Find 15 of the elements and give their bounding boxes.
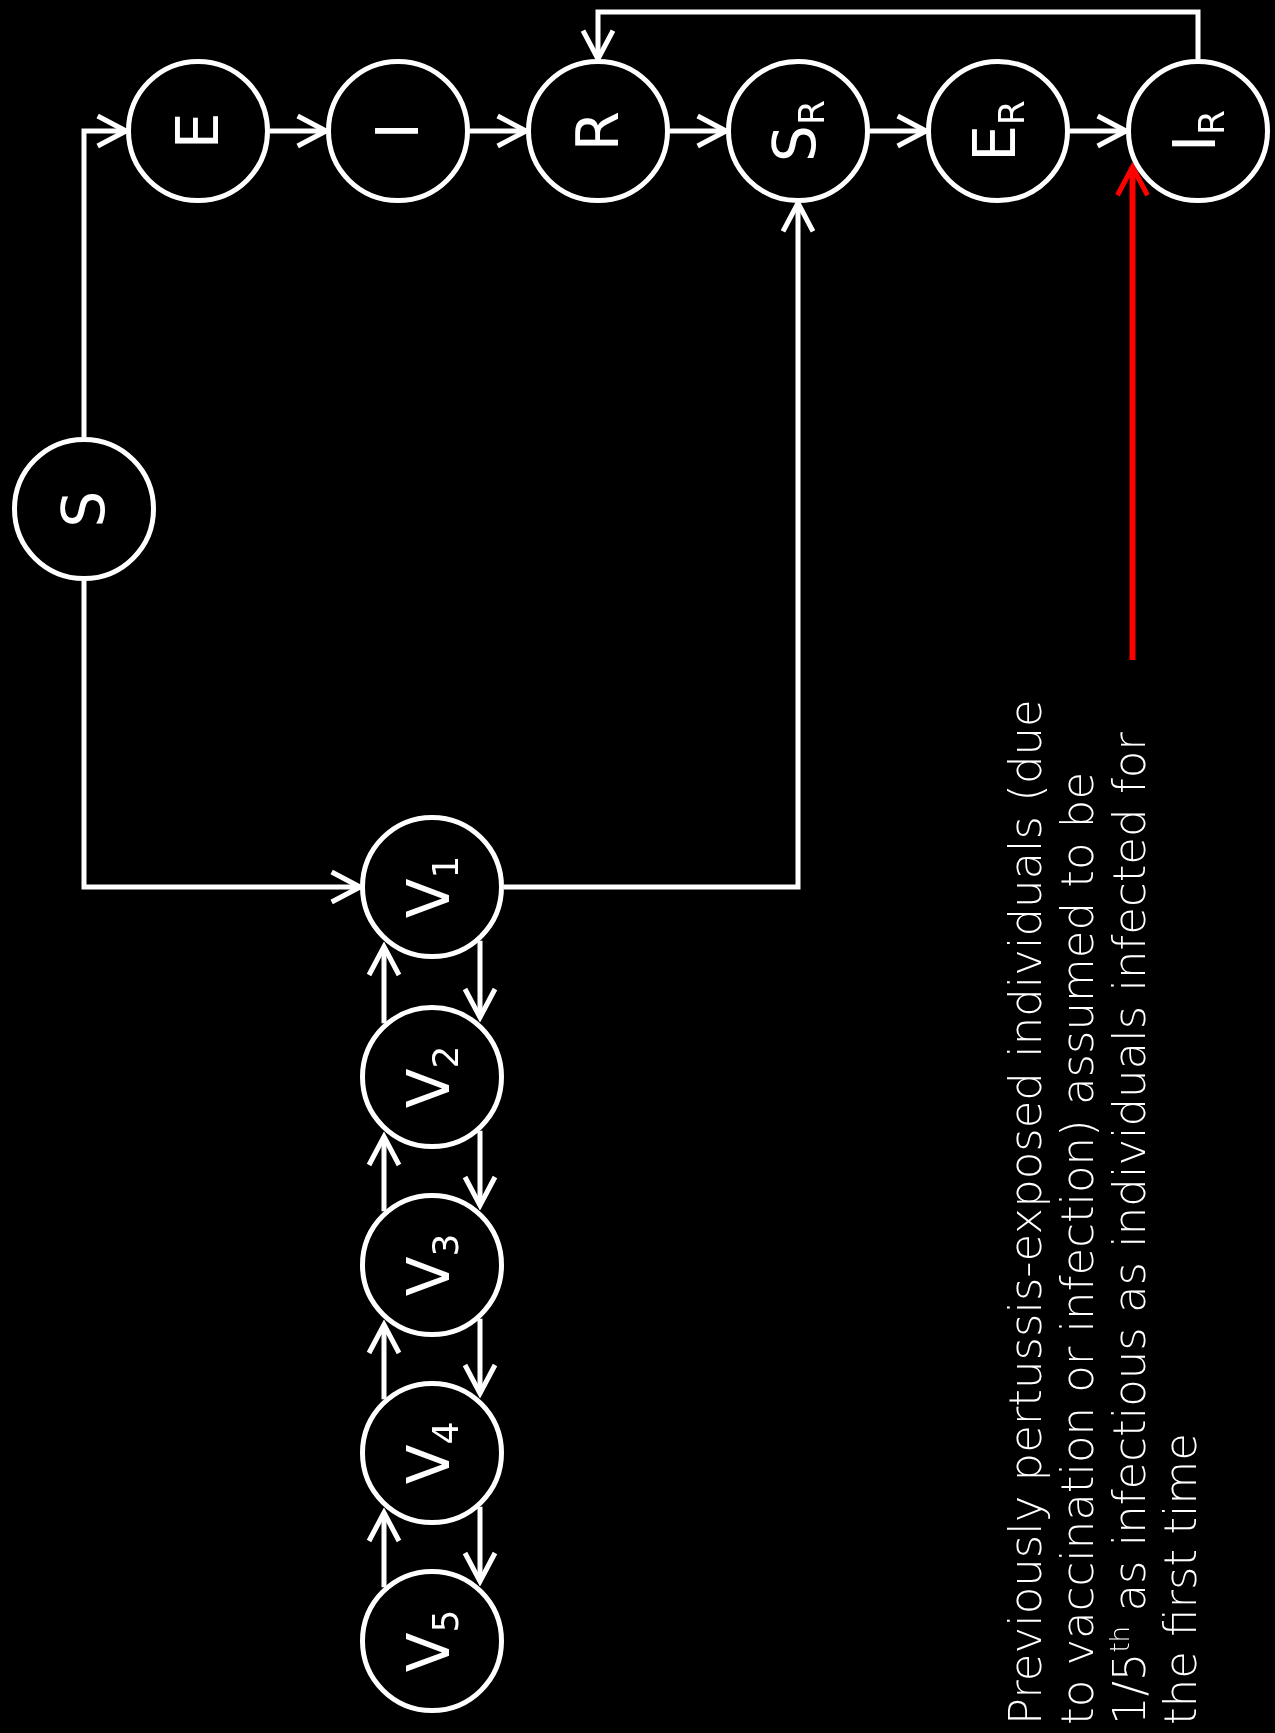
arrow bbox=[462, 1506, 498, 1584]
arrow bbox=[504, 200, 816, 890]
state-label: I bbox=[369, 122, 427, 140]
arrow bbox=[366, 1322, 402, 1400]
arrow bbox=[580, 9, 1201, 62]
arrow bbox=[462, 940, 498, 1020]
arrow bbox=[366, 1134, 402, 1212]
arrow bbox=[462, 1318, 498, 1396]
arrow bbox=[366, 1510, 402, 1588]
state-label: R bbox=[569, 110, 627, 152]
arrow bbox=[462, 1130, 498, 1208]
arrow bbox=[1115, 164, 1150, 660]
arrow bbox=[366, 944, 402, 1024]
state-label: S bbox=[55, 490, 113, 528]
state-label: E bbox=[169, 112, 227, 150]
